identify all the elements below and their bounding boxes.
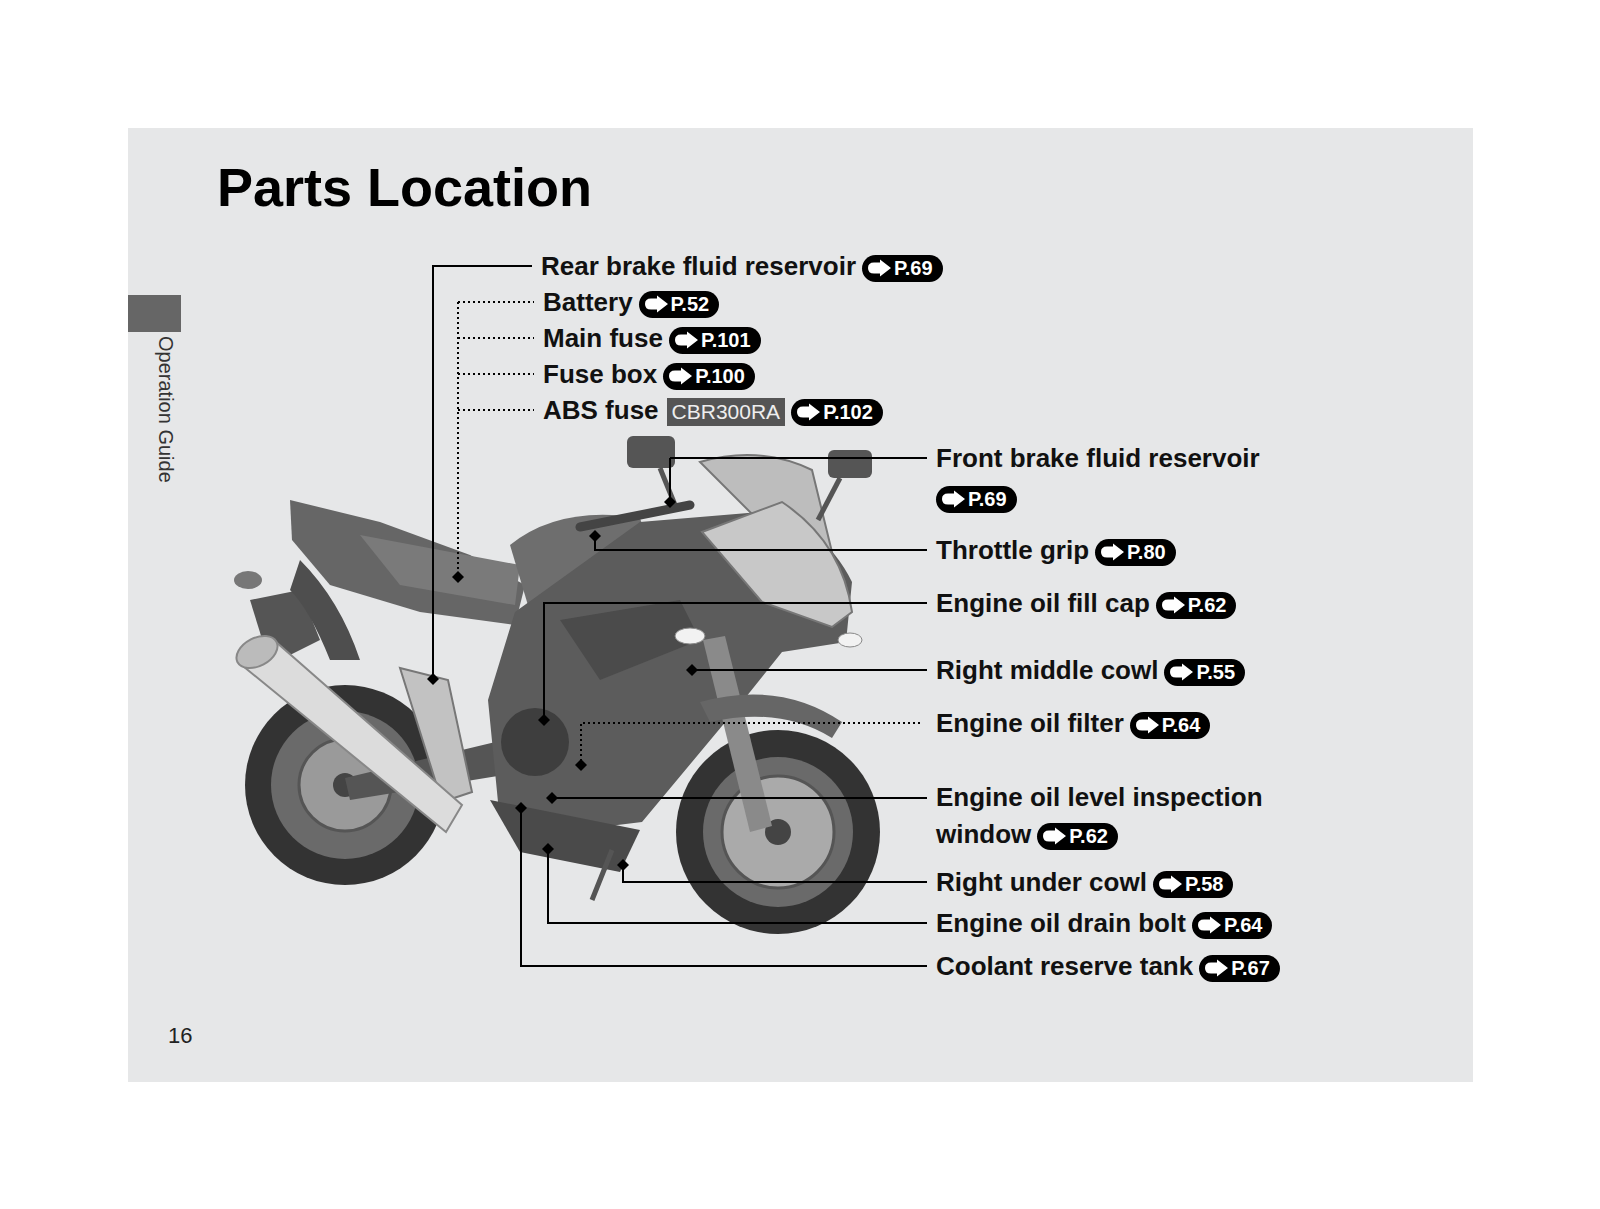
part-name: Fuse box [543,359,657,389]
arrow-icon [1168,663,1194,681]
page-reference-badge: P.64 [1130,712,1211,739]
part-name: ABS fuse [543,395,659,425]
page-reference: P.64 [1162,712,1201,739]
page-reference: P.100 [695,363,745,390]
page-reference-badge: P.58 [1153,871,1234,898]
part-name: Engine oil filter [936,708,1124,738]
page-reference-badge: P.62 [1156,592,1237,619]
part-name: Coolant reserve tank [936,951,1193,981]
page-reference-badge: P.101 [669,327,761,354]
part-name: Engine oil drain bolt [936,908,1186,938]
callout-row: Battery​P.52 [543,285,719,319]
arrow-icon [1196,916,1222,934]
callout-row: P.69 [936,480,1017,514]
arrow-icon [1099,543,1125,561]
arrow-icon [940,490,966,508]
page-reference: P.55 [1196,659,1235,686]
part-name: Front brake fluid reservoir [936,443,1260,473]
part-name: Right middle cowl [936,655,1158,685]
page-reference: P.69 [894,255,933,282]
arrow-icon [1134,716,1160,734]
page-reference-badge: P.69 [862,255,943,282]
part-name: Throttle grip [936,535,1089,565]
section-tab [128,295,181,332]
page-reference: P.62 [1188,592,1227,619]
page-reference: P.52 [671,291,710,318]
page-reference-badge: P.55 [1164,659,1245,686]
arrow-icon [1203,959,1229,977]
part-name: Rear brake fluid reservoir [541,251,856,281]
page-title: Parts Location [217,156,592,218]
page-number: 16 [168,1022,192,1050]
arrow-icon [1157,875,1183,893]
page-reference: P.69 [968,486,1007,513]
callout-row: Engine oil level inspection window​P.62 [936,779,1336,853]
callout-row: Throttle grip​P.80 [936,533,1176,567]
callout-row: Front brake fluid reservoir​ [936,441,1260,475]
arrow-icon [866,259,892,277]
page-reference: P.62 [1069,823,1108,850]
callout-row: Fuse box​P.100 [543,357,755,391]
callout-row: Right middle cowl​P.55 [936,653,1245,687]
callout-row: Coolant reserve tank​P.67 [936,949,1280,983]
arrow-icon [1160,596,1186,614]
page-reference-badge: P.52 [639,291,720,318]
callout-row: Main fuse​P.101 [543,321,761,355]
arrow-icon [673,331,699,349]
part-name: Right under cowl [936,867,1147,897]
part-name: Engine oil fill cap [936,588,1150,618]
page-reference: P.58 [1185,871,1224,898]
page-reference-badge: P.102 [791,399,883,426]
page-reference-badge: P.67 [1199,955,1280,982]
page-reference-badge: P.69 [936,486,1017,513]
callout-row: Engine oil drain bolt​P.64 [936,906,1272,940]
arrow-icon [643,295,669,313]
page-reference-badge: P.100 [663,363,755,390]
page-reference: P.102 [823,399,873,426]
callout-row: Engine oil fill cap​P.62 [936,586,1236,620]
callout-row: Right under cowl​P.58 [936,865,1233,899]
page-reference: P.80 [1127,539,1166,566]
model-tag: CBR300RA [667,398,786,426]
arrow-icon [795,403,821,421]
callout-row: Engine oil filter​P.64 [936,706,1210,740]
part-name: Main fuse [543,323,663,353]
page-reference: P.64 [1224,912,1263,939]
page-reference-badge: P.62 [1037,823,1118,850]
page-reference: P.67 [1231,955,1270,982]
arrow-icon [667,367,693,385]
callout-row: ABS fuse​CBR300RAP.102 [543,393,883,427]
part-name: Battery [543,287,633,317]
callout-row: Rear brake fluid reservoir​P.69 [541,249,943,283]
page-reference-badge: P.64 [1192,912,1273,939]
section-name: Operation Guide [154,336,178,483]
page-reference-badge: P.80 [1095,539,1176,566]
arrow-icon [1041,827,1067,845]
page-reference: P.101 [701,327,751,354]
